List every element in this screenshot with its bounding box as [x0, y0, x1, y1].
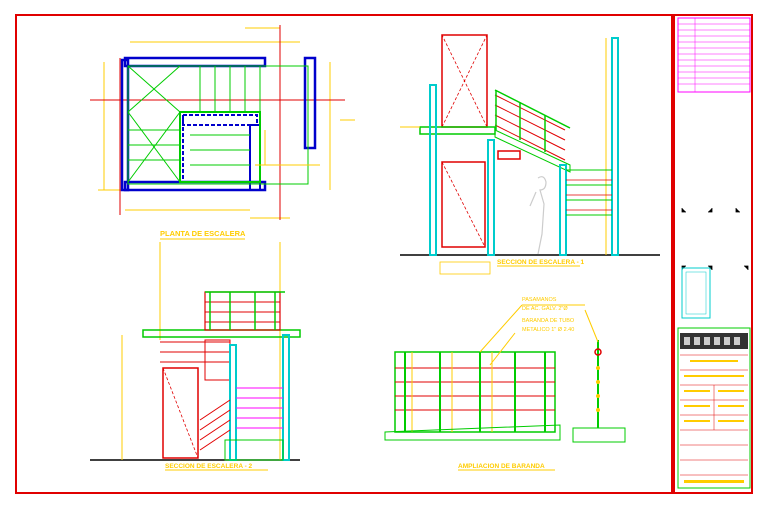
title-block-frame — [673, 14, 753, 494]
section1-title: SECCION DE ESCALERA - 1 — [497, 259, 585, 266]
plan-view: PLANTA DE ESCALERA — [90, 25, 355, 240]
railing-title: AMPLIACION DE BARANDA — [458, 463, 545, 470]
section2-view: SECCION DE ESCALERA - 2 — [90, 242, 301, 471]
drawing-frame — [15, 14, 673, 494]
railing-view: PASAMANOS DE AC. GALV. 2"Ø BARANDA DE TU… — [384, 297, 626, 471]
railing-note-2-line-1: BARANDA DE TUBO — [522, 318, 575, 324]
plan-title: PLANTA DE ESCALERA — [160, 229, 246, 238]
section2-title: SECCION DE ESCALERA - 2 — [165, 463, 253, 470]
section1-view: SECCION DE ESCALERA - 1 — [400, 34, 660, 275]
railing-note-1-line-1: PASAMANOS — [522, 297, 557, 303]
railing-note-2-line-2: METALICO 1" Ø 2.40 — [522, 327, 574, 333]
railing-note-1-line-2: DE AC. GALV. 2"Ø — [522, 306, 568, 312]
title-block — [677, 17, 751, 489]
